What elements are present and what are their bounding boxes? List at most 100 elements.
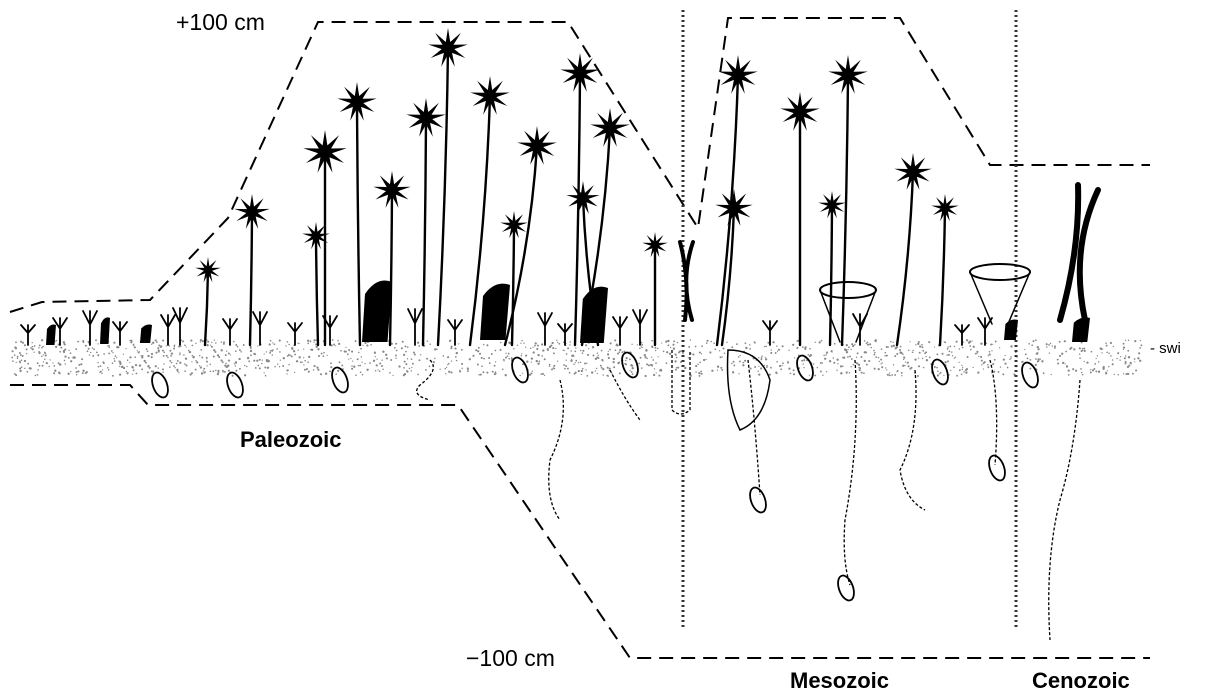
sediment-stipple-dot (250, 354, 252, 356)
crinoid-stem (205, 270, 208, 345)
crinoid-stem (390, 190, 392, 345)
sediment-stipple-dot (829, 360, 831, 362)
sediment-stipple-dot (666, 362, 668, 364)
sediment-stipple-dot (655, 362, 657, 364)
sediment-stipple-dot (239, 349, 241, 351)
sediment-stipple-dot (97, 354, 99, 356)
sediment-stipple-dot (244, 374, 246, 376)
sediment-stipple-dot (539, 361, 541, 363)
sediment-stipple-dot (941, 353, 943, 355)
sediment-stipple-dot (352, 360, 353, 361)
sediment-stipple-dot (667, 340, 669, 342)
sediment-stipple-dot (259, 359, 261, 361)
sediment-stipple-dot (434, 358, 436, 360)
sediment-stipple-dot (149, 367, 151, 369)
sediment-stipple-dot (420, 354, 421, 355)
sediment-stipple-dot (897, 370, 899, 372)
sediment-stipple-dot (859, 369, 861, 371)
sediment-stipple-dot (726, 342, 727, 343)
sediment-stipple-dot (184, 363, 186, 365)
bryozoan-tuft (253, 312, 267, 345)
sediment-stipple-dot (945, 342, 947, 344)
sediment-stipple-dot (270, 340, 272, 342)
sediment-stipple-dot (999, 347, 1000, 348)
tuft-branch (408, 309, 422, 345)
sediment-stipple-dot (253, 353, 255, 355)
sediment-stipple-dot (743, 362, 745, 364)
sediment-stipple-dot (657, 356, 658, 357)
sediment-stipple-dot (113, 342, 115, 344)
sediment-stipple-dot (479, 353, 481, 355)
sediment-stipple-dot (573, 363, 575, 365)
sediment-stipple-dot (1065, 363, 1066, 364)
sediment-stipple-dot (973, 346, 975, 348)
sediment-stipple-dot (12, 360, 14, 362)
sediment-stipple-dot (413, 351, 415, 353)
sediment-stipple-dot (272, 342, 273, 343)
sediment-stipple-dot (192, 355, 194, 357)
sediment-stipple-dot (699, 375, 701, 377)
sediment-stipple-dot (961, 365, 962, 366)
sediment-stipple-dot (337, 370, 339, 372)
sediment-stipple-dot (1035, 339, 1037, 341)
sediment-stipple-dot (1125, 373, 1127, 375)
sediment-stipple-dot (651, 356, 652, 357)
sediment-stipple-dot (541, 343, 543, 345)
sediment-stipple-dot (890, 341, 892, 343)
sediment-stipple-dot (531, 372, 533, 374)
sediment-stipple-dot (1131, 363, 1132, 364)
sediment-stipple-dot (1064, 340, 1066, 342)
sediment-stipple-dot (310, 349, 312, 351)
sediment-stipple-dot (739, 360, 741, 362)
sediment-stipple-dot (981, 364, 982, 365)
sediment-stipple-dot (614, 339, 616, 341)
sediment-stipple-dot (359, 365, 361, 367)
sediment-stipple-dot (717, 366, 719, 368)
sediment-stipple-dot (571, 359, 572, 360)
sediment-stipple-dot (206, 361, 208, 363)
sediment-stipple-dot (138, 351, 140, 353)
sediment-stipple-dot (575, 347, 577, 349)
sediment-stipple-dot (385, 354, 387, 356)
sediment-stipple-dot (169, 350, 171, 352)
sediment-stipple-dot (394, 347, 396, 349)
sediment-stipple-dot (133, 369, 135, 371)
sediment-stipple-dot (121, 366, 123, 368)
sediment-stipple-dot (480, 374, 482, 376)
crinoid-stem (423, 118, 426, 345)
sediment-stipple-dot (894, 355, 896, 357)
sediment-stipple-dot (889, 372, 890, 373)
sediment-stipple-dot (967, 356, 969, 358)
sediment-stipple-dot (264, 353, 265, 354)
sediment-stipple-dot (582, 350, 584, 352)
sediment-stipple-dot (339, 361, 341, 363)
sediment-stipple-dot (709, 351, 711, 353)
sediment-stipple-dot (443, 355, 445, 357)
tuft-branch (763, 321, 777, 345)
sediment-stipple-dot (749, 348, 751, 350)
sediment-stipple-dot (1075, 370, 1077, 372)
sediment-stipple-dot (630, 364, 632, 366)
sediment-stipple-dot (948, 354, 950, 356)
sediment-stipple-dot (953, 366, 955, 368)
sediment-stipple-dot (1035, 358, 1037, 360)
sediment-stipple-dot (567, 368, 569, 370)
sediment-stipple-dot (934, 346, 935, 347)
sediment-stipple-dot (247, 357, 249, 359)
sediment-stipple-dot (665, 340, 667, 342)
sediment-stipple-dot (609, 368, 611, 370)
sediment-stipple-dot (965, 369, 967, 371)
sediment-stipple-dot (270, 350, 272, 352)
sediment-stipple-dot (76, 371, 78, 373)
crinoid-stem (505, 146, 537, 345)
sediment-stipple-dot (333, 344, 335, 346)
sediment-stipple-dot (961, 373, 963, 375)
sediment-stipple-dot (831, 350, 833, 352)
sediment-stipple-dot (230, 354, 231, 355)
sediment-stipple-dot (199, 355, 200, 356)
sediment-stipple-dot (833, 362, 835, 364)
sediment-stipple-dot (407, 346, 409, 348)
sediment-stipple-dot (836, 359, 838, 361)
sediment-stipple-dot (513, 348, 515, 350)
sediment-stipple-dot (345, 347, 346, 348)
